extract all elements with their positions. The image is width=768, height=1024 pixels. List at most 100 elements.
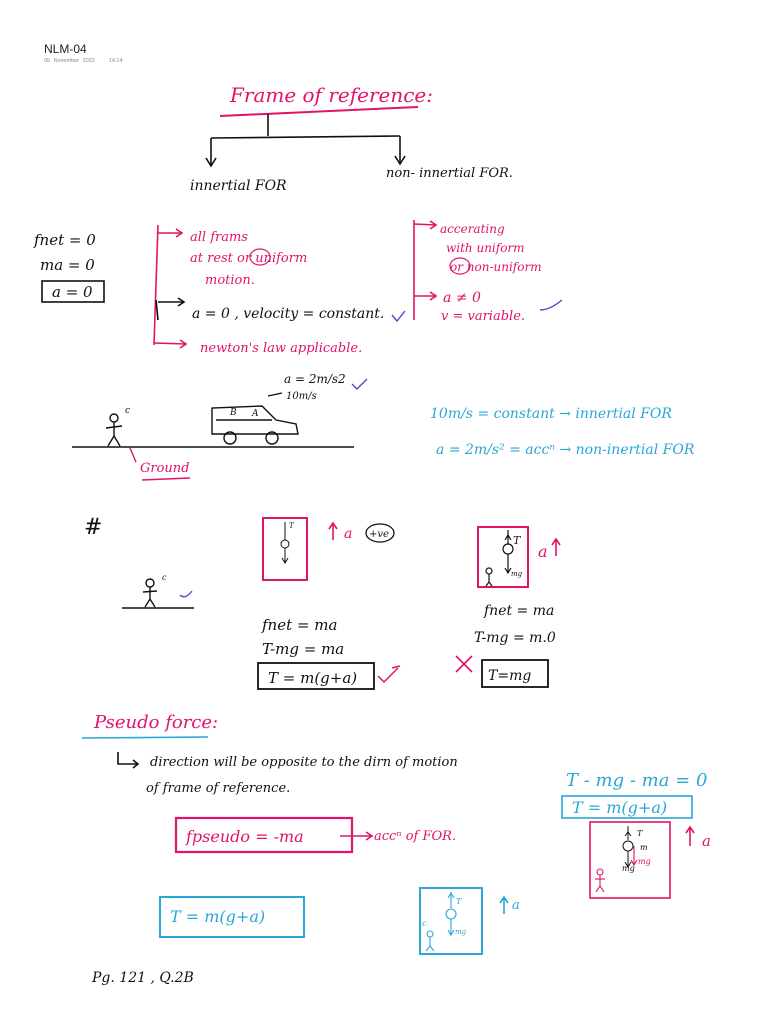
lift-1-forces xyxy=(280,522,290,564)
box-tmg-right xyxy=(481,659,549,688)
cross-mark-icon xyxy=(455,655,473,673)
car-velocity: 10m/s xyxy=(286,391,317,402)
blue-eq-1: T - mg - ma = 0 xyxy=(566,770,707,791)
pseudo-desc-1: direction will be opposite to the dirn o… xyxy=(150,755,458,770)
lift-box-3 xyxy=(589,821,671,899)
heading-pseudo-force: Pseudo force: xyxy=(93,712,218,733)
inertial-point-1a: all frams xyxy=(190,230,248,245)
inertial-point-1c: motion. xyxy=(205,273,255,288)
inertial-brace xyxy=(153,224,188,349)
lift-1-T: T xyxy=(289,522,295,530)
heading-underline xyxy=(219,106,419,117)
lift-1-a: a xyxy=(344,526,352,542)
box-blue-eq xyxy=(561,795,693,819)
noninertial-point-1a: accerating xyxy=(440,222,505,236)
circle-or xyxy=(249,248,271,266)
check-mark-icon-2 xyxy=(539,299,563,311)
box-blue-bottom xyxy=(159,896,305,938)
arrow-up-icon-4 xyxy=(499,895,509,914)
lift-2-forces xyxy=(485,530,514,587)
arrow-up-icon xyxy=(328,521,338,540)
box-f-pseudo xyxy=(174,816,354,854)
ground-underline xyxy=(141,477,191,481)
blue-eq-2: T = m(g+a) xyxy=(572,798,667,817)
label-non-inertial: non- innertial FOR. xyxy=(386,166,513,181)
car-icon xyxy=(211,405,299,445)
check-mark-icon-3 xyxy=(351,378,368,390)
label-positive: +ve xyxy=(369,529,389,540)
check-mark-icon-5 xyxy=(377,665,401,684)
eq-box-right: T=mg xyxy=(488,668,531,684)
lift-3-T: T xyxy=(637,829,643,838)
tree-branch xyxy=(205,114,406,168)
page-time: 14:14 xyxy=(108,58,123,64)
lift-4-T: T xyxy=(456,897,462,906)
box-tmga-left xyxy=(257,662,375,690)
circle-or-2 xyxy=(449,257,471,275)
arrow-up-icon-2 xyxy=(551,537,561,556)
eq-f-pseudo: fpseudo = -ma xyxy=(185,827,304,846)
noninertial-point-2a: a ≠ 0 xyxy=(443,290,481,306)
lift-3-a: a xyxy=(702,832,711,850)
label-c-2: c xyxy=(162,573,167,582)
lift-2-a: a xyxy=(538,542,548,561)
eq-fnet-left: fnet = ma xyxy=(261,616,337,634)
arrow-right-icon xyxy=(117,752,140,769)
eq-a-zero: a = 0 xyxy=(52,283,93,301)
label-ground: Ground xyxy=(140,461,190,476)
noninertial-point-1b: with uniform xyxy=(446,241,525,255)
lift-3-m: m xyxy=(640,843,648,852)
lift-box-1 xyxy=(262,517,308,581)
noninertial-brace xyxy=(413,220,438,320)
noninertial-point-1c: or non-uniform xyxy=(450,260,542,274)
arrow-up-icon-3 xyxy=(685,825,695,846)
pseudo-acc-label: accⁿ of FOR. xyxy=(374,829,456,844)
check-mark-icon-4 xyxy=(179,590,193,598)
lift-3-pseudo xyxy=(595,846,638,893)
inertial-point-2: a = 0 , velocity = constant. xyxy=(192,306,384,322)
lift-4-a: a xyxy=(512,898,520,913)
lift-box-4 xyxy=(419,887,483,955)
car-acceleration: a = 2m/s2 xyxy=(284,372,346,386)
eq-fnet-right: fnet = ma xyxy=(483,603,554,619)
page-date: 05 November 2022 xyxy=(44,58,95,64)
label-b: B xyxy=(229,408,237,418)
label-inertial: innertial FOR xyxy=(190,178,287,194)
eq-fnet-zero: fnet = 0 xyxy=(33,231,96,249)
eq-tmg-left: T-mg = ma xyxy=(262,640,344,658)
lift-2-mg: mg xyxy=(511,570,523,578)
label-c: c xyxy=(125,406,130,416)
eq-tmg-right: T-mg = m.0 xyxy=(474,630,556,646)
velocity-arrow xyxy=(267,392,283,397)
inertial-brace-middle xyxy=(155,297,186,321)
label-a: A xyxy=(251,409,259,419)
lift-4-mg: mg xyxy=(455,928,467,936)
lift-2-T: T xyxy=(513,534,522,547)
pseudo-underline xyxy=(81,736,209,739)
ground-arrow xyxy=(129,447,137,463)
stick-figure-icon-2 xyxy=(142,578,158,608)
lift-4-forces xyxy=(425,891,457,952)
eq-blue-bottom: T = m(g+a) xyxy=(170,907,265,926)
noninertial-point-2b: v = variable. xyxy=(441,309,525,324)
hash-mark: # xyxy=(84,515,102,540)
lift-3-mg: mg xyxy=(622,864,635,873)
blue-note-1: 10m/s = constant → innertial FOR xyxy=(430,406,672,422)
eq-ma-zero: ma = 0 xyxy=(40,256,95,274)
lift-3-forces xyxy=(622,826,634,868)
inertial-point-1b: at rest or uniform xyxy=(190,251,307,266)
lift-box-2 xyxy=(477,526,529,588)
footer-reference: Pg. 121 , Q.2B xyxy=(91,970,194,986)
page-timestamp: 05 November 2022 14:14 xyxy=(44,58,137,64)
check-mark-icon xyxy=(391,310,406,323)
lift-3-mg-2: mg xyxy=(638,857,651,866)
inertial-point-3: newton's law applicable. xyxy=(200,341,362,356)
heading-frame-of-reference: Frame of reference: xyxy=(229,83,433,107)
arrow-to-acc xyxy=(340,831,374,841)
label-inertial-text: innertial FOR xyxy=(190,178,287,194)
lift-4-c: c xyxy=(422,919,427,928)
eq-box-left: T = m(g+a) xyxy=(268,669,357,687)
label-non-inertial-text: non- innertial FOR. xyxy=(386,166,513,181)
box-a-zero xyxy=(41,280,105,303)
